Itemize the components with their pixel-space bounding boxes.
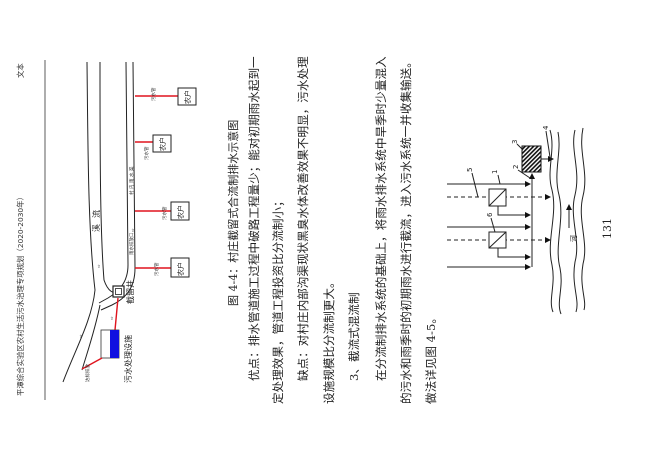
label-1: 1 — [491, 170, 499, 174]
body-line: 在分流制排水系统的基础上，将雨水排水系统中旱季时少量混入 — [374, 56, 388, 381]
device-diagonal — [488, 188, 507, 207]
body-line: 的污水和雨季时的初期雨水进行截流，进入污水系统一并收集输送。 — [399, 56, 413, 404]
house-label: 农户 — [176, 262, 185, 276]
label-2: 2 — [512, 165, 520, 169]
device-diagonal — [488, 231, 507, 249]
river-bank — [580, 127, 586, 311]
interceptor-well-inner — [115, 288, 122, 295]
treatment-unit — [521, 145, 542, 173]
channel-edge-right — [100, 61, 136, 311]
body-line: 优点：排水管道施工过程中破路工程量少；能对初期雨水起到一 — [247, 56, 261, 381]
body-line: 设施规模比分流制更大。 — [322, 276, 336, 404]
house-box — [152, 134, 172, 153]
flow-arrow-icon: ⇧ — [131, 228, 135, 234]
flow-arrow-icon: ⇧ — [97, 264, 101, 270]
pipe-label: 污水管 — [161, 206, 168, 220]
stream-bank-left — [62, 61, 96, 383]
house-label: 农户 — [158, 137, 167, 151]
well-to-plant-pipe — [114, 297, 119, 331]
river-label: 河 — [570, 235, 578, 242]
house-label: 农户 — [183, 90, 192, 104]
pipe-label: 污水管 — [143, 146, 150, 160]
house-1: 农户 污水管 — [135, 87, 197, 106]
header-section: 文本 — [16, 63, 25, 78]
intercept-branch — [497, 206, 531, 218]
river-bank — [572, 129, 578, 313]
figure-4-5: 河 1 2 3 4 5 6 — [447, 125, 586, 315]
intercept-branch — [497, 248, 531, 260]
leader-line — [545, 130, 551, 158]
channel-label: 村内雨水渠 — [128, 165, 135, 195]
header-title: 平潭综合实验区农村生活污水治理专项规划（2020-2030年） — [16, 193, 25, 396]
section-heading: 3、截流式混流制 — [347, 292, 361, 381]
well-label: 截留井 — [125, 280, 135, 304]
body-line: 做法详见图 4-5。 — [424, 312, 438, 404]
river-bank — [556, 131, 562, 315]
discharge-label: 达标排放 — [84, 364, 91, 382]
house-box — [177, 87, 197, 106]
discharge-pipe — [81, 357, 103, 370]
pipe-label: 污水管 — [150, 87, 157, 101]
label-5: 5 — [466, 168, 474, 172]
leader-line — [497, 174, 501, 185]
body-line: 定处理效果，管道工程投资比分流制小； — [271, 195, 285, 404]
treatment-plant-fill — [110, 330, 119, 358]
body-line: 缺点：对村庄内部沟渠现状黑臭水体改善效果不明显，污水处理 — [296, 56, 310, 381]
leader-line — [517, 169, 531, 179]
page-number: 131 — [601, 218, 614, 239]
flow-arrow-icon: ⇧ — [110, 316, 114, 322]
house-3: 农户 污水管 — [135, 201, 190, 221]
outlet-label: 雨水排放口 — [128, 233, 135, 256]
pipe-label: 污水管 — [153, 262, 160, 276]
leader-line — [471, 172, 479, 198]
house-label: 农户 — [176, 205, 185, 219]
flow-arrow-icon: ⇧ — [79, 334, 83, 340]
body-text: 优点：排水管道施工过程中破路工程量少；能对初期雨水起到一 定处理效果，管道工程投… — [247, 56, 438, 404]
house-box — [170, 201, 190, 221]
label-4: 4 — [542, 125, 550, 130]
label-3: 3 — [511, 140, 519, 144]
figure-4-4: 溪流 村内雨水渠 雨水排放口 ⇧ ⇧ ⇧ ⇧ 截留井 污水处理设施 达标排放 农… — [62, 61, 197, 383]
label-6: 6 — [486, 212, 494, 217]
river-bank — [549, 129, 555, 313]
house-2: 农户 污水管 — [135, 134, 172, 160]
house-box — [170, 257, 190, 278]
interceptor-well — [112, 285, 125, 298]
stream-bank-right — [81, 61, 119, 371]
leader-line — [490, 217, 496, 233]
leader-line — [516, 143, 524, 151]
plant-label: 污水处理设施 — [123, 335, 133, 383]
stream-label: 溪流 — [91, 204, 101, 232]
house-4: 农户 污水管 — [135, 257, 190, 278]
figure-4-4-caption: 图 4-4：村庄截留式合流制排水示意图 — [226, 120, 240, 306]
